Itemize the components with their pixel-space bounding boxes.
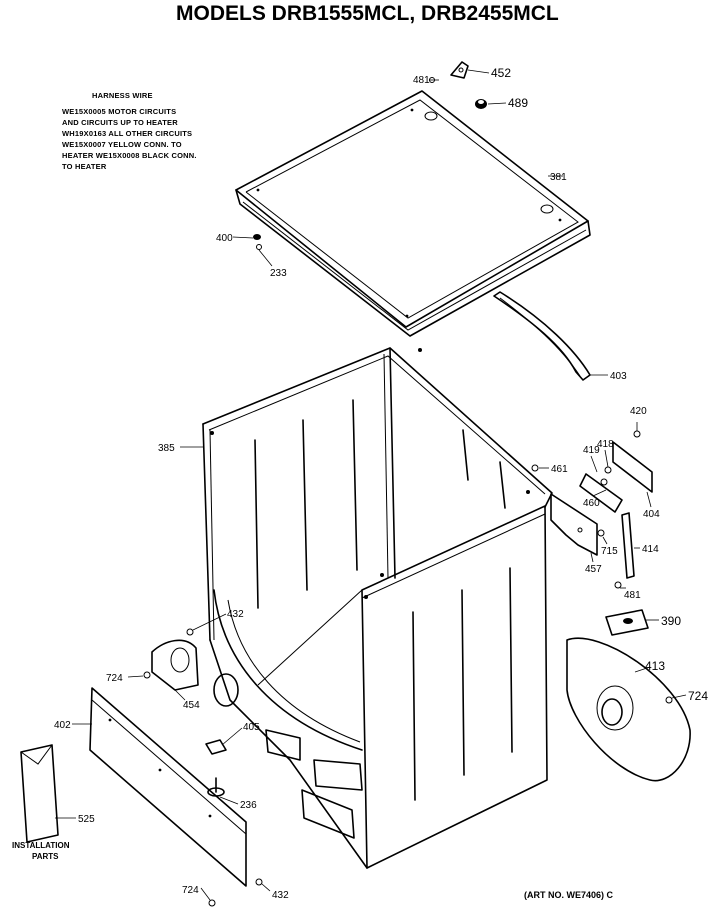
part-label-724: 724 [688, 689, 708, 703]
part-label-385: 385 [158, 443, 175, 454]
part-label-414: 414 [642, 544, 659, 555]
screw-724-left [143, 671, 151, 679]
screw-724-bottom [208, 899, 216, 907]
leader-lines [55, 69, 687, 901]
part-label-400: 400 [216, 233, 233, 244]
fastener-400 [253, 234, 262, 250]
part-label-452: 452 [491, 66, 511, 80]
bracket-452 [450, 61, 469, 79]
part-label-489: 489 [508, 96, 528, 110]
part-label-460: 460 [583, 498, 600, 509]
part-label-457: 457 [585, 564, 602, 575]
diagram-title: MODELS DRB1555MCL, DRB2455MCL [176, 2, 559, 25]
part-label-454: 454 [183, 700, 200, 711]
screw-432-upper [186, 628, 194, 636]
part-label-404: 404 [643, 509, 660, 520]
part-label-381: 381 [550, 172, 567, 183]
part-label-405: 405 [243, 722, 260, 733]
part-label-432: 432 [272, 890, 289, 901]
part-label-724: 724 [106, 673, 123, 684]
screw-715 [597, 529, 605, 537]
cabinet-drawing [202, 347, 553, 869]
harness-note-line: HEATER WE15X0008 BLACK CONN. [62, 151, 197, 160]
trim-strip-403 [493, 291, 591, 381]
clip-405 [205, 739, 227, 755]
part-label-432: 432 [227, 609, 244, 620]
screw-432-bottom [255, 878, 263, 886]
screw-420 [633, 430, 641, 438]
part-label-419: 419 [583, 445, 600, 456]
plug-489 [475, 99, 487, 109]
block-390 [605, 609, 649, 636]
part-label-413: 413 [645, 659, 665, 673]
terminal-block-460 [579, 466, 623, 513]
bracket-457 [550, 493, 598, 556]
harness-note-line: WE15X0007 YELLOW CONN. TO [62, 140, 182, 149]
leveling-leg-236 [207, 777, 225, 797]
part-label-724: 724 [182, 885, 199, 896]
screw-481-lower [614, 581, 622, 589]
part-label-715: 715 [601, 546, 618, 557]
part-label-420: 420 [630, 406, 647, 417]
part-label-481: 481 [413, 75, 430, 86]
toe-panel-402 [89, 687, 247, 887]
harness-note-line: WH19X0163 ALL OTHER CIRCUITS [62, 129, 192, 138]
screw-724-right [665, 696, 673, 704]
part-label-481: 481 [624, 590, 641, 601]
part-label-525: 525 [78, 814, 95, 825]
installation-label: INSTALLATION [12, 841, 70, 850]
part-label-236: 236 [240, 800, 257, 811]
bar-414 [621, 512, 635, 579]
part-label-233: 233 [270, 268, 287, 279]
harness-wire-note: HARNESS WIRE WE15X0005 MOTOR CIRCUITS AN… [62, 91, 197, 171]
art-number: (ART NO. WE7406) C [524, 890, 614, 900]
harness-note-line: WE15X0005 MOTOR CIRCUITS [62, 107, 176, 116]
part-label-461: 461 [551, 464, 568, 475]
harness-note-heading: HARNESS WIRE [92, 91, 153, 100]
harness-note-line: AND CIRCUITS UP TO HEATER [62, 118, 178, 127]
part-label-418: 418 [597, 439, 614, 450]
top-panel-drawing [235, 90, 591, 337]
part-label-402: 402 [54, 720, 71, 731]
part-label-390: 390 [661, 614, 681, 628]
screw-461-upper [531, 464, 539, 472]
harness-note-line: TO HEATER [62, 162, 107, 171]
cover-413 [566, 637, 691, 782]
bag-525 [20, 744, 59, 843]
part-label-403: 403 [610, 371, 627, 382]
bearing-454 [151, 639, 199, 691]
installation-label: PARTS [32, 852, 59, 861]
plate-404 [612, 441, 653, 493]
